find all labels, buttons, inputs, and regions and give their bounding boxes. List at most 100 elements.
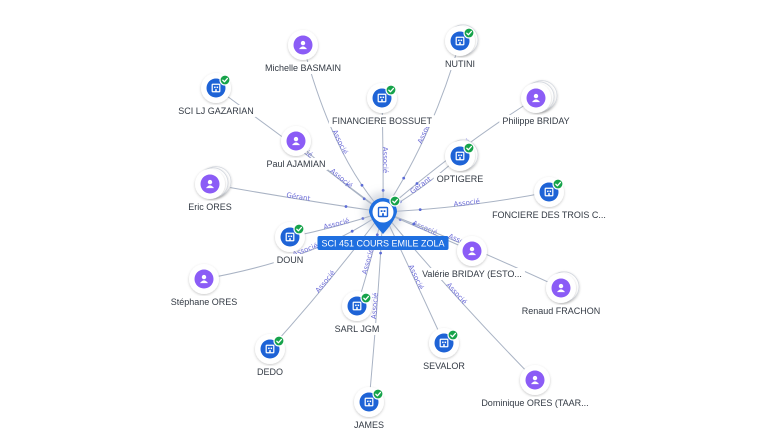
node-label: Michelle BASMAIN: [261, 62, 345, 74]
node-label: DEDO: [253, 366, 287, 378]
building-icon: [285, 232, 295, 242]
check-badge-icon: [463, 27, 475, 39]
node-label-text: OPTIGERE: [437, 174, 484, 184]
node-label: JAMES: [350, 419, 388, 431]
building-icon: [439, 338, 449, 348]
node-label-text: Philippe BRIDAY: [502, 116, 569, 126]
edge-label: Gérant: [409, 175, 433, 196]
edge-arrow: [418, 208, 422, 212]
node-sarl-jgm[interactable]: SARL JGM: [331, 291, 383, 335]
check-badge-icon: [273, 335, 285, 347]
node-renaud-frachon[interactable]: Renaud FRACHON: [518, 271, 604, 317]
building-icon: [455, 36, 465, 46]
node-label: SCI LJ GAZARIAN: [175, 105, 257, 117]
edge-label: Associé: [314, 269, 337, 295]
node-label-text: Michelle BASMAIN: [265, 63, 341, 73]
node-label-text: SCI LJ GAZARIAN: [178, 106, 254, 116]
edge-arrow: [362, 197, 366, 201]
node-nutini[interactable]: NUTINI: [442, 24, 479, 70]
node-sevalor[interactable]: SEVALOR: [420, 328, 468, 372]
person-icon: [292, 136, 300, 146]
edge-arrow: [344, 205, 348, 208]
node-doun[interactable]: DOUN: [273, 222, 307, 266]
person-icon: [206, 179, 214, 189]
edge-eric-ores[interactable]: Gérant: [209, 183, 384, 213]
person-icon: [468, 246, 476, 256]
edge-line: [368, 211, 384, 403]
edge-arrow: [360, 183, 364, 187]
node-label: DOUN: [273, 254, 307, 266]
node-label: SEVALOR: [420, 360, 468, 372]
center-label-text: SCI 451 COURS EMILE ZOLA: [321, 239, 444, 249]
node-label: SARL JGM: [331, 323, 383, 335]
person-icon: [299, 40, 307, 50]
node-michelle-basmain[interactable]: Michelle BASMAIN: [261, 30, 345, 74]
building-icon: [364, 397, 374, 407]
node-label-text: SEVALOR: [423, 361, 465, 371]
nodes-layer: Michelle BASMAIN NUTINI SCI LJ GAZARIAN FIN…: [167, 24, 609, 431]
node-james[interactable]: JAMES: [350, 387, 388, 431]
node-financiere-bossuet[interactable]: FINANCIERE BOSSUET: [328, 83, 436, 127]
node-label-text: Renaud FRACHON: [522, 306, 601, 316]
node-label: FINANCIERE BOSSUET: [328, 115, 436, 127]
check-badge-icon: [463, 142, 475, 154]
node-label-text: DOUN: [277, 255, 304, 265]
check-badge-icon: [552, 178, 564, 190]
building-icon: [352, 301, 362, 311]
node-sci-lj-gazarian[interactable]: SCI LJ GAZARIAN: [175, 73, 257, 117]
edge-label: Associé: [328, 167, 354, 190]
node-label: Stéphane ORES: [167, 296, 241, 308]
edge-arrow: [361, 217, 365, 220]
check-badge-icon: [385, 84, 397, 96]
edge-arrow: [375, 233, 379, 237]
node-label: Renaud FRACHON: [518, 305, 604, 317]
check-badge-icon: [447, 329, 459, 341]
edge-line: [209, 183, 384, 213]
node-label: FONCIERE DES TROIS C...: [489, 209, 609, 221]
building-icon: [544, 187, 554, 197]
node-philippe-briday[interactable]: Philippe BRIDAY: [499, 80, 573, 127]
edge-label: Associé: [323, 217, 351, 232]
node-paul-ajamian[interactable]: Paul AJAMIAN: [263, 126, 329, 170]
edge-arrow: [350, 229, 354, 233]
node-stephane-ores[interactable]: Stéphane ORES: [167, 264, 241, 308]
node-optigere[interactable]: OPTIGERE: [433, 139, 487, 185]
node-fonciere-des-trois-c[interactable]: FONCIERE DES TROIS C...: [489, 177, 609, 221]
edge-line: [382, 211, 536, 381]
building-icon: [265, 344, 275, 354]
check-badge-icon: [293, 223, 305, 235]
node-label: Paul AJAMIAN: [263, 158, 329, 170]
person-icon: [531, 375, 539, 385]
check-badge-icon: [372, 388, 384, 400]
center-node[interactable]: SCI 451 COURS EMILE ZOLA: [317, 192, 449, 250]
building-icon: [211, 83, 221, 93]
edge-label: Associé: [361, 248, 376, 276]
edge-line: [269, 211, 384, 350]
edge-label: Associé: [453, 197, 480, 208]
edge-arrow: [415, 182, 419, 185]
node-label-text: Stéphane ORES: [171, 297, 238, 307]
node-label-text: DEDO: [257, 367, 283, 377]
check-badge-icon: [360, 292, 372, 304]
node-dominique-ores-taar[interactable]: Dominique ORES (TAAR...: [478, 365, 592, 409]
node-label-text: Paul AJAMIAN: [266, 159, 325, 169]
node-label: OPTIGERE: [433, 173, 487, 185]
node-label-text: JAMES: [354, 420, 384, 430]
center-label: SCI 451 COURS EMILE ZOLA: [317, 236, 449, 250]
node-label-text: Valérie BRIDAY (ESTO...: [422, 269, 522, 279]
edge-james[interactable]: Associé: [368, 211, 384, 403]
node-valerie-briday-esto[interactable]: Valérie BRIDAY (ESTO...: [419, 236, 525, 280]
edge-label: Associé: [370, 292, 380, 319]
node-label-text: SARL JGM: [335, 324, 380, 334]
node-label: NUTINI: [442, 58, 478, 70]
center-pin-inner: [372, 201, 394, 223]
edge-label: Associé: [330, 128, 349, 155]
building-icon: [377, 93, 387, 103]
node-label: Eric ORES: [185, 201, 235, 213]
edge-arrow: [381, 188, 385, 192]
center-icon: [377, 206, 389, 218]
node-dedo[interactable]: DEDO: [253, 334, 287, 378]
node-eric-ores[interactable]: Eric ORES: [185, 166, 235, 213]
node-label-text: FINANCIERE BOSSUET: [332, 116, 433, 126]
